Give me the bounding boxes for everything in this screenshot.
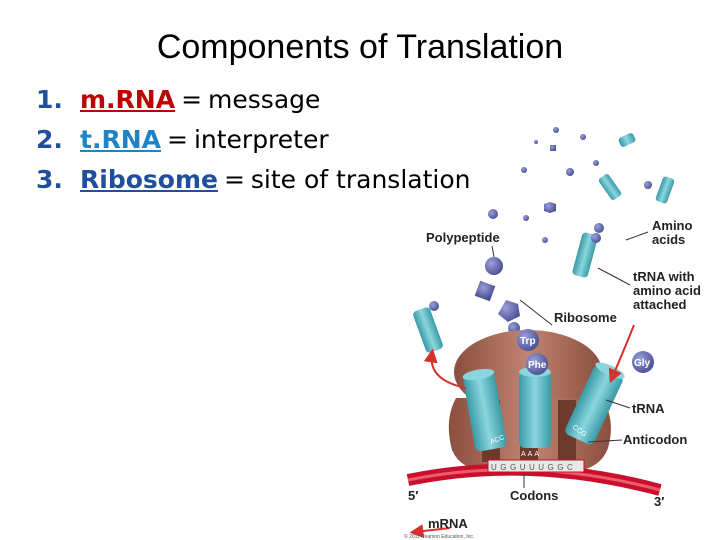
label-mrna: mRNA [428, 516, 468, 531]
anticodon-middle: AAA [521, 451, 541, 458]
item-separator: = [166, 125, 188, 154]
slide-title: Components of Translation [156, 28, 564, 66]
label-amino-acids-1: Amino [652, 218, 693, 233]
label-trna: tRNA [632, 401, 665, 416]
entry-arrow [608, 324, 635, 384]
item-description: site of translation [250, 165, 471, 194]
item-description: message [208, 85, 321, 114]
item-number: 1. [36, 85, 63, 114]
label-polypeptide: Polypeptide [426, 230, 500, 245]
svg-text:Phe: Phe [528, 360, 547, 371]
label-amino-acids-2: acids [652, 232, 685, 247]
trna-p-site [519, 367, 551, 448]
components-list: 1.m.RNA=message 2.t.RNA=interpreter 3.Ri… [36, 80, 470, 200]
item-separator: = [223, 165, 245, 194]
anticodon-left: ACC [489, 434, 505, 446]
item-number: 2. [36, 125, 63, 154]
leader-lines [491, 231, 649, 488]
floating-trnas [413, 133, 675, 353]
list-item-mrna: 1. m.RNA=message [36, 80, 470, 120]
label-ribosome: Ribosome [554, 310, 617, 325]
item-number: 3. [36, 165, 63, 194]
label-three-prime: 3′ [654, 494, 664, 509]
item-term-mrna: m.RNA [80, 85, 176, 114]
label-five-prime: 5′ [408, 488, 418, 503]
label-trna-with-aa-1: tRNA with [633, 269, 695, 284]
label-codons: Codons [510, 488, 558, 503]
list-item-ribosome: 3. Ribosome=site of translation [36, 160, 470, 200]
mrna-strand: UGGUUUGGC [406, 459, 662, 496]
label-anticodon: Anticodon [623, 432, 687, 447]
polypeptide-chain [474, 257, 520, 334]
mrna-direction-arrow [409, 524, 451, 539]
item-term-trna: t.RNA [80, 125, 161, 154]
item-separator: = [181, 85, 203, 114]
exit-arrow [423, 348, 467, 389]
amino-acid-gly: Gly [632, 351, 654, 373]
amino-acid-phe: Phe [526, 353, 548, 375]
label-trna-with-aa-2: amino acid [633, 283, 701, 298]
list-item-trna: 2. t.RNA=interpreter [36, 120, 470, 160]
free-amino-acids [488, 127, 652, 243]
item-description: interpreter [193, 125, 329, 154]
label-trna-with-aa-3: attached [633, 297, 687, 312]
svg-text:Trp: Trp [520, 336, 536, 347]
item-term-ribosome: Ribosome [80, 165, 218, 194]
mrna-bases: UGGUUUGGC [491, 463, 576, 472]
svg-text:Gly: Gly [634, 358, 651, 369]
copyright-notice: © 2011 Pearson Education, Inc. [404, 533, 474, 540]
trna-exit-site [462, 368, 507, 452]
amino-acid-trp: Trp [517, 329, 539, 351]
